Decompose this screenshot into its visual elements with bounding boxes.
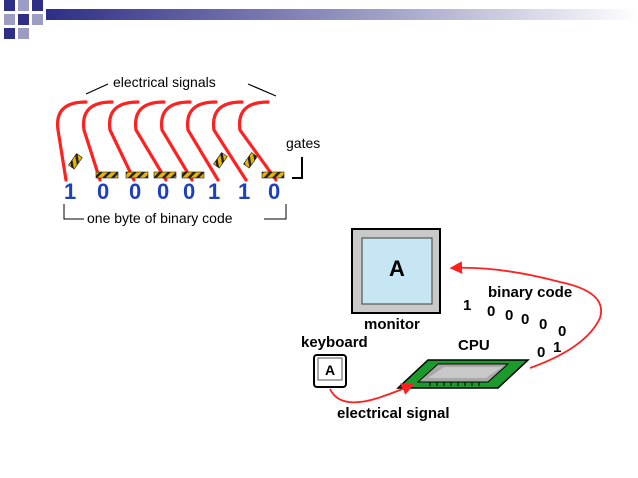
binary-digit: 0: [558, 323, 566, 340]
cpu-chip-top: [428, 367, 502, 378]
signal-wire: [237, 100, 278, 182]
header-square: [4, 0, 15, 11]
monitor-screen: [361, 237, 433, 305]
byte-bits: 1 0 0 0 0 1 1 0: [64, 179, 280, 204]
binary-digit: 1: [553, 339, 561, 356]
keyboard-label: keyboard: [301, 334, 368, 351]
computer-diagram: A monitor keyboard A CPU: [301, 228, 602, 422]
signal-wire: [159, 100, 194, 182]
header-square: [4, 28, 15, 39]
electrical-signal-label: electrical signal: [337, 405, 450, 422]
header-decoration: [4, 0, 638, 39]
bit: 0: [268, 179, 280, 204]
binary-digit: 1: [463, 297, 471, 314]
bit: 0: [129, 179, 141, 204]
cpu-label: CPU: [458, 337, 490, 354]
signal-wire: [107, 100, 140, 182]
key-face: [317, 357, 343, 381]
electrical-signal-arrow: [329, 383, 415, 404]
cpu-board: [396, 359, 530, 389]
binary-digit: 0: [521, 311, 529, 328]
header-square: [4, 14, 15, 25]
signal-wire: [55, 100, 88, 182]
bit: 0: [97, 179, 109, 204]
binary-code-arrow: [449, 261, 602, 369]
header-gradient-bar: [46, 9, 638, 20]
byte-label: one byte of binary code: [87, 210, 233, 226]
gate-closed: [95, 171, 119, 179]
gate-open: [243, 152, 258, 169]
binary-digit: 0: [505, 307, 513, 324]
byte-bracket: [63, 204, 287, 220]
signal-wire: [185, 100, 220, 182]
header-square: [18, 28, 29, 39]
monitor-label: monitor: [364, 316, 420, 333]
bit: 1: [238, 179, 250, 204]
binary-digit: 0: [487, 303, 495, 320]
header-square: [18, 14, 29, 25]
key-letter: A: [325, 362, 335, 378]
electrical-signals-label: electrical signals: [113, 74, 216, 90]
gates: [68, 152, 285, 179]
signal-wire: [133, 100, 168, 182]
gate-closed: [125, 171, 149, 179]
cpu-pins: [429, 382, 480, 386]
bit: 0: [157, 179, 169, 204]
gates-label: gates: [286, 135, 320, 151]
binary-sequence: 1 0 0 0 0 0 0 1: [463, 297, 566, 361]
gate-closed: [153, 171, 177, 179]
header-square: [18, 0, 29, 11]
binary-digit: 0: [537, 344, 545, 361]
gate-closed: [261, 171, 285, 179]
binary-code-label: binary code: [488, 284, 572, 301]
bit: 1: [64, 179, 76, 204]
keyboard-key: A: [313, 354, 347, 388]
monitor: A: [351, 228, 441, 314]
gate-open: [68, 153, 83, 170]
signal-wire: [211, 100, 248, 182]
header-square: [32, 14, 43, 25]
byte-diagram: electrical signals gates: [55, 74, 320, 226]
bit: 0: [183, 179, 195, 204]
signals-bracket: [85, 83, 277, 97]
signal-wire: [81, 100, 114, 182]
signal-wires: [55, 100, 278, 182]
monitor-letter: A: [389, 256, 405, 281]
gate-closed: [181, 171, 205, 179]
binary-digit: 0: [539, 316, 547, 333]
header-square: [32, 0, 43, 11]
gates-bracket: [292, 157, 303, 179]
gate-open: [213, 152, 228, 169]
bit: 1: [208, 179, 220, 204]
